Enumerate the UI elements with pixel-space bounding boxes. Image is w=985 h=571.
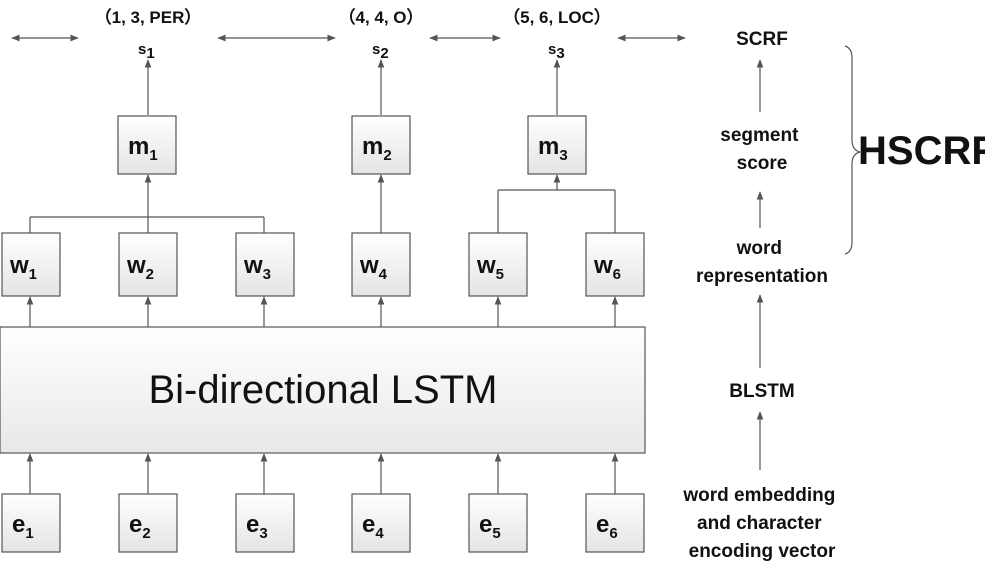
w-box-1: w1: [1, 232, 61, 297]
svg-text:e1: e1: [12, 511, 34, 542]
svg-text:w3: w3: [243, 252, 271, 283]
hscrf-bracket: HSCRF: [844, 45, 985, 255]
e-box-1: e1: [1, 493, 61, 553]
svg-text:m3: m3: [538, 133, 568, 164]
svg-text:w5: w5: [476, 252, 504, 283]
arrows-e-to-lstm: [26, 453, 619, 494]
side-label-input: word embedding and character encoding ve…: [682, 485, 840, 562]
svg-text:w6: w6: [593, 252, 621, 283]
svg-text:e3: e3: [246, 511, 268, 542]
w-box-4: w4: [351, 232, 411, 297]
e-box-3: e3: [235, 493, 295, 553]
connector-w1-w3-to-m1: [29, 174, 265, 233]
svg-text:e5: e5: [479, 511, 501, 542]
segment-tuple-3: （5, 6, LOC）: [503, 7, 611, 27]
svg-text:m2: m2: [362, 133, 392, 164]
svg-text:w4: w4: [359, 252, 388, 283]
segment-tuple-2: （4, 4, O）: [338, 7, 423, 27]
segment-label-s2: s2: [372, 41, 389, 62]
connector-w5-w6-to-m3: [497, 174, 616, 233]
side-label-scrf: SCRF: [736, 29, 788, 50]
side-label-word-representation: word representation: [696, 238, 828, 287]
m-box-1: m1: [117, 115, 177, 175]
m-box-2: m2: [351, 115, 411, 175]
svg-text:w2: w2: [126, 252, 154, 283]
segment-label-s1: s1: [138, 41, 155, 62]
hscrf-label: HSCRF: [858, 129, 985, 173]
e-box-4: e4: [351, 493, 411, 553]
bilstm-label: Bi-directional LSTM: [148, 368, 497, 412]
svg-text:e4: e4: [362, 511, 384, 542]
svg-text:e6: e6: [596, 511, 618, 542]
e-box-5: e5: [468, 493, 528, 553]
e-box-2: e2: [118, 493, 178, 553]
w-box-2: w2: [118, 232, 178, 297]
segment-labels: s1 s2 s3: [138, 41, 565, 62]
svg-text:e2: e2: [129, 511, 151, 542]
side-label-blstm: BLSTM: [729, 381, 794, 402]
w-box-6: w6: [585, 232, 645, 297]
svg-text:m1: m1: [128, 133, 158, 164]
e-box-6: e6: [585, 493, 645, 553]
side-legend: SCRF segment score word representation B…: [682, 29, 840, 562]
side-label-segment-score: segment score: [720, 125, 803, 174]
svg-text:w1: w1: [9, 252, 37, 283]
segment-label-s3: s3: [548, 41, 565, 62]
m-box-3: m3: [527, 115, 587, 175]
w-box-3: w3: [235, 232, 295, 297]
arrows-lstm-to-w: [26, 296, 619, 327]
segment-tuples: （1, 3, PER） （4, 4, O） （5, 6, LOC）: [95, 7, 611, 27]
segment-tuple-1: （1, 3, PER）: [95, 7, 202, 27]
bilstm-block: Bi-directional LSTM: [0, 326, 646, 454]
w-box-5: w5: [468, 232, 528, 297]
